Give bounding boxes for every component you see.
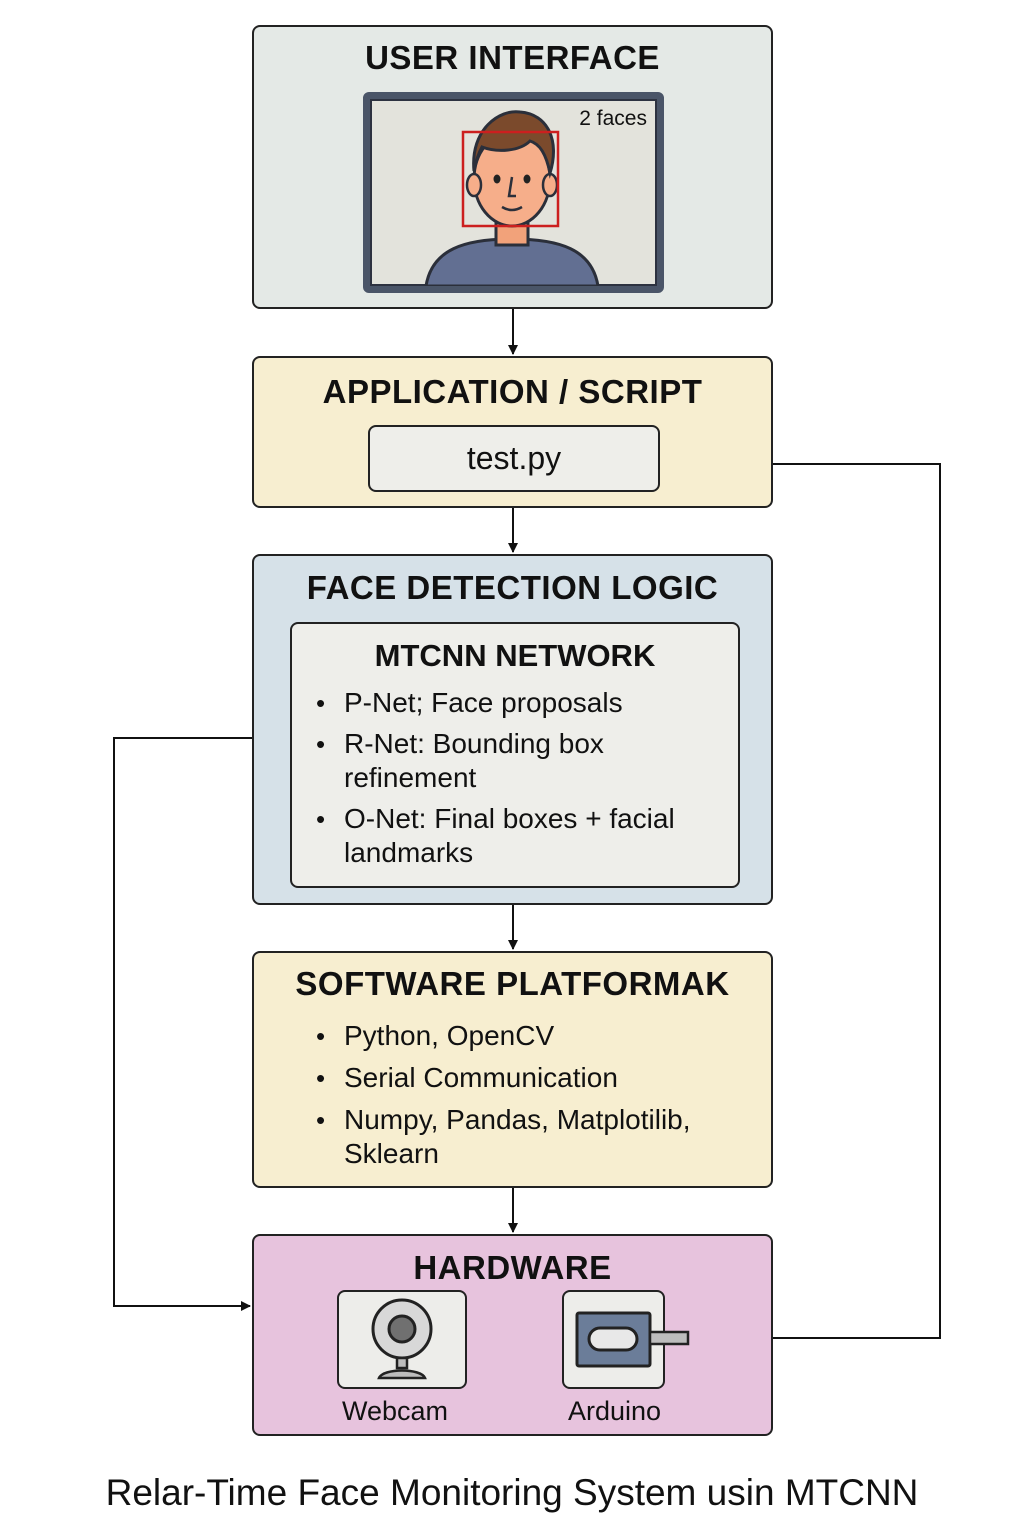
- monitor-screen: 2 faces: [363, 92, 664, 293]
- mtcnn-stage-list: P-Net; Face proposals R-Net: Bounding bo…: [310, 686, 730, 877]
- arrow-fd-to-hw: [113, 737, 252, 1311]
- mtcnn-network-box: MTCNN NETWORK P-Net; Face proposals R-Ne…: [290, 622, 740, 888]
- software-platform-block: SOFTWARE PLATFORMAK Python, OpenCV Seria…: [252, 951, 773, 1188]
- diagram-caption: Relar-Time Face Monitoring System usin M…: [105, 1472, 919, 1513]
- arduino-tile: [562, 1290, 690, 1389]
- arduino-icon: [575, 1311, 690, 1368]
- webcam-label: Webcam: [342, 1396, 449, 1426]
- list-item: Python, OpenCV: [310, 1019, 760, 1053]
- face-detection-title: FACE DETECTION LOGIC: [306, 569, 719, 606]
- script-file-box: test.py: [368, 425, 660, 492]
- webcam-icon: [371, 1298, 433, 1380]
- user-interface-block: USER INTERFACE 2 faces: [252, 25, 773, 309]
- person-icon: [424, 110, 600, 286]
- webcam-tile: [337, 1290, 467, 1389]
- list-item: Serial Communication: [310, 1061, 760, 1095]
- script-file-label: test.py: [466, 440, 562, 476]
- face-bounding-box: [461, 130, 560, 228]
- line-app-to-hw: [773, 463, 941, 1339]
- hardware-title: HARDWARE: [413, 1249, 612, 1286]
- application-script-title: APPLICATION / SCRIPT: [322, 373, 703, 410]
- software-platform-title: SOFTWARE PLATFORMAK: [295, 965, 730, 1002]
- arduino-label: Arduino: [568, 1396, 662, 1426]
- user-interface-title: USER INTERFACE: [365, 39, 660, 76]
- list-item: O-Net: Final boxes + facial landmarks: [310, 802, 730, 870]
- list-item: P-Net; Face proposals: [310, 686, 730, 720]
- mtcnn-network-title: MTCNN NETWORK: [374, 638, 656, 673]
- application-script-block: APPLICATION / SCRIPT test.py: [252, 356, 773, 508]
- list-item: Numpy, Pandas, Matplotilib, Sklearn: [310, 1103, 760, 1171]
- list-item: R-Net: Bounding box refinement: [310, 727, 730, 795]
- software-item-list: Python, OpenCV Serial Communication Nump…: [310, 1019, 760, 1179]
- face-count-label: 2 faces: [579, 107, 647, 130]
- hardware-block: HARDWARE Webcam Arduino: [252, 1234, 773, 1436]
- face-detection-block: FACE DETECTION LOGIC MTCNN NETWORK P-Net…: [252, 554, 773, 905]
